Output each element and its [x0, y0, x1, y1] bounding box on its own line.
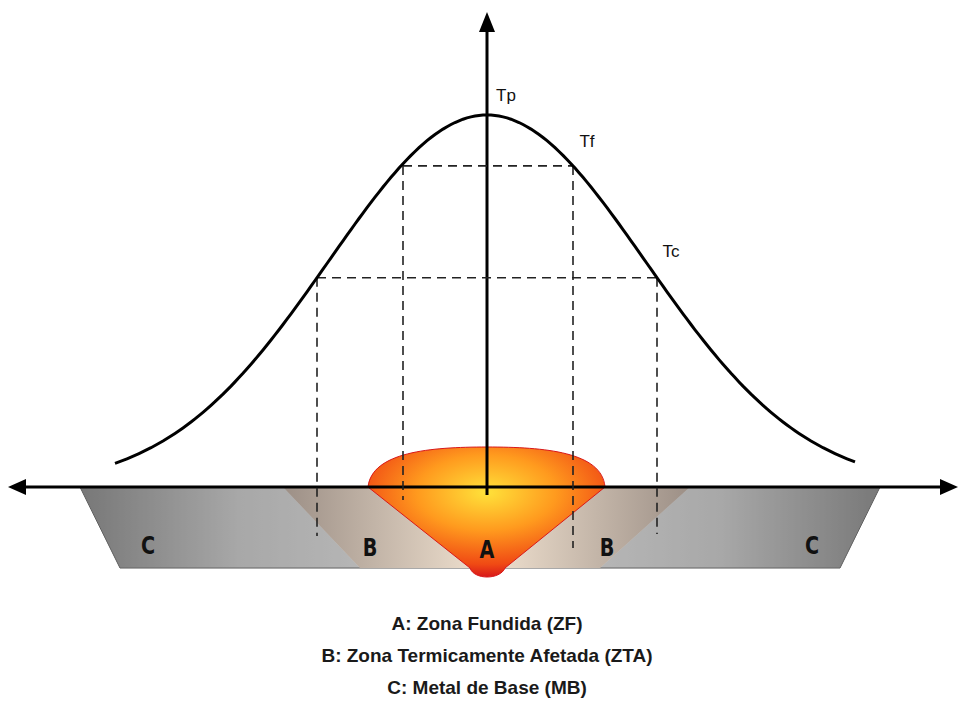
zone-letter: A	[480, 537, 495, 563]
temperature-label: Tf	[579, 133, 594, 152]
axis-arrowhead	[479, 12, 495, 32]
temperature-label: Tp	[496, 87, 516, 106]
dashed-guide	[656, 278, 658, 534]
caption-line: C: Metal de Base (MB)	[387, 678, 587, 699]
zone-letter: C	[141, 533, 155, 559]
temperature-guides	[317, 166, 657, 548]
axis-arrowhead	[940, 479, 958, 495]
zone-letter: B	[600, 535, 615, 561]
zone-letter: B	[363, 535, 378, 561]
temperature-label: Tc	[663, 242, 680, 261]
dashed-guide	[316, 278, 318, 536]
dashed-guide	[403, 165, 573, 167]
caption-line: B: Zona Termicamente Afetada (ZTA)	[321, 646, 652, 667]
axis-arrowhead	[8, 479, 26, 495]
vertical-axis	[486, 30, 489, 495]
zone-letter: C	[805, 533, 819, 559]
horizontal-axis	[20, 486, 946, 489]
caption-line: A: Zona Fundida (ZF)	[391, 614, 582, 635]
dashed-guide	[402, 166, 404, 500]
thermal-curve	[115, 115, 855, 463]
dashed-guide	[572, 166, 574, 548]
dashed-guide	[317, 277, 657, 279]
